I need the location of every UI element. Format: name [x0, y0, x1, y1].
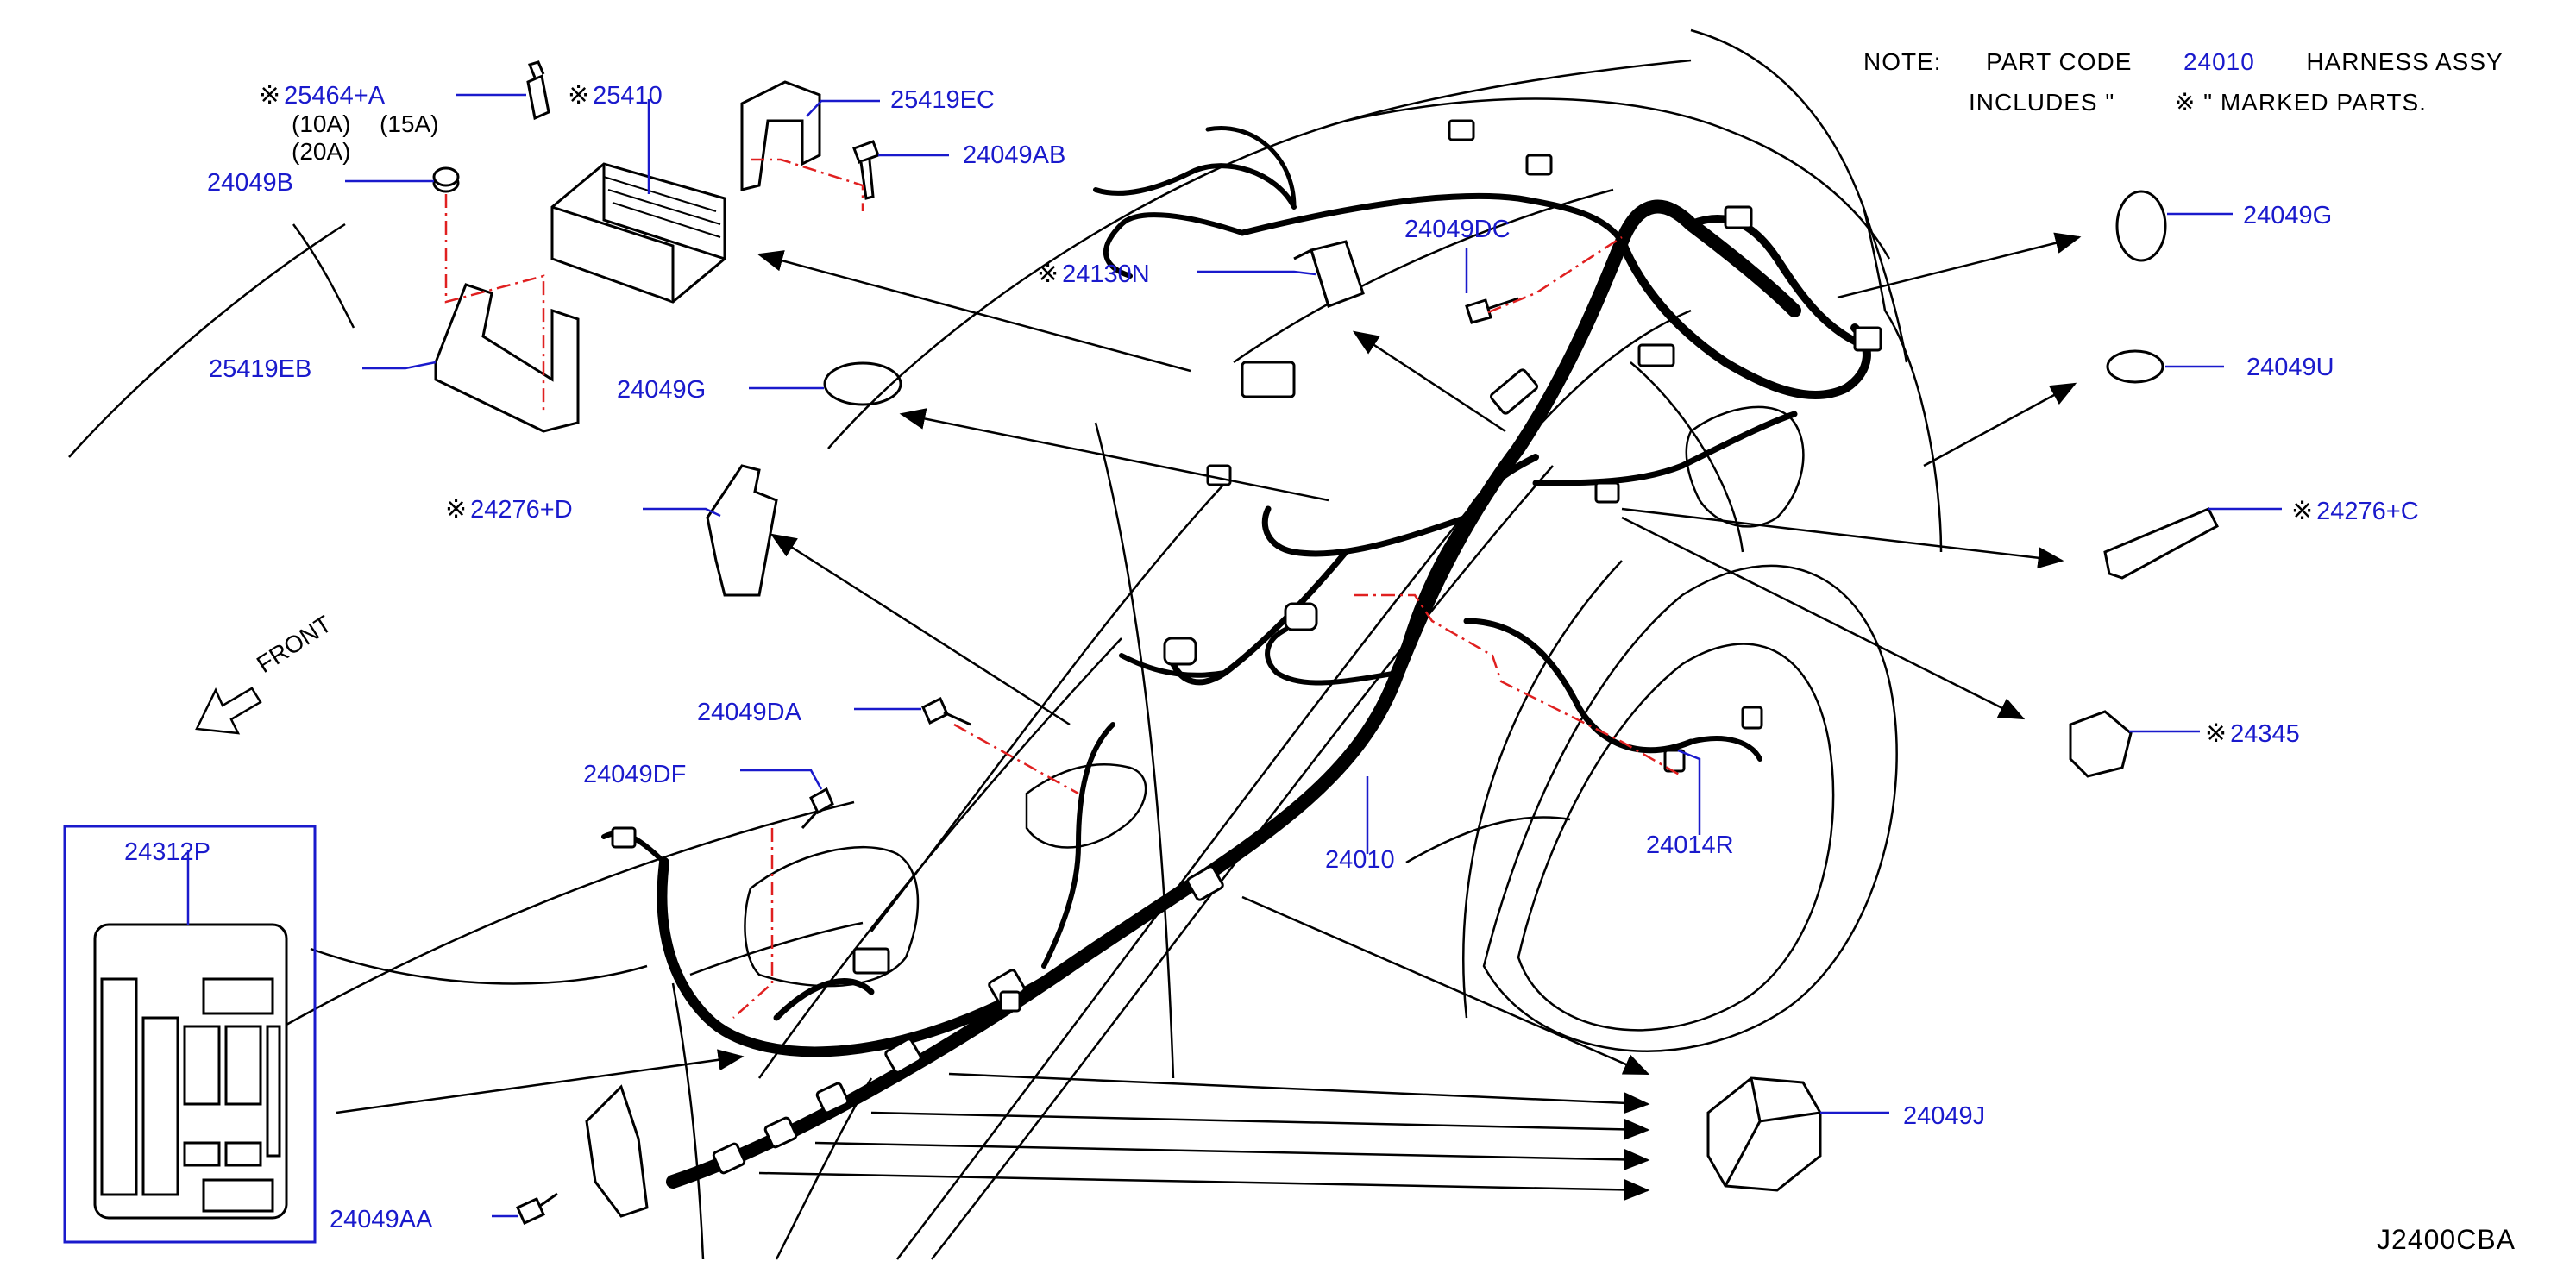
- fuse-25464: [526, 60, 550, 121]
- note-marked-parts-text: " MARKED PARTS.: [2203, 89, 2427, 116]
- installation-lock-lines: [444, 158, 1683, 1019]
- callout-24049da[interactable]: 24049DA: [697, 699, 801, 726]
- callout-24049aa[interactable]: 24049AA: [330, 1206, 433, 1233]
- included-mark: ※: [2291, 497, 2314, 525]
- callout-24345-text: 24345: [2230, 720, 2300, 748]
- included-mark: ※: [568, 81, 590, 110]
- callout-24049u[interactable]: 24049U: [2246, 354, 2334, 381]
- callout-24010[interactable]: 24010: [1325, 846, 1395, 874]
- note-mark-symbol: ※: [2174, 89, 2196, 116]
- fuse-rating-10a: (10A): [292, 110, 351, 137]
- callout-25410-text: 25410: [593, 82, 663, 110]
- note-line-1: NOTE: PART CODE 24010 HARNESS ASSY: [1863, 50, 2504, 74]
- harness-connectors: [611, 119, 1882, 1175]
- bolt-24049aa: [516, 1192, 558, 1225]
- bolt-24049df: [801, 787, 834, 830]
- sensor-24345: [2069, 710, 2133, 778]
- included-mark: ※: [1037, 260, 1059, 288]
- note-includes-text: INCLUDES ": [1969, 89, 2115, 116]
- main-wiring-harness: [601, 126, 1871, 1189]
- callout-24049g-left[interactable]: 24049G: [617, 376, 707, 404]
- grommet-24049u: [2106, 349, 2164, 384]
- inset-24312p-box: [63, 825, 317, 1244]
- callout-24276-c[interactable]: ※24276+C: [2291, 499, 2419, 524]
- note-prefix: NOTE:: [1863, 48, 1942, 75]
- bolt-24049dc: [1465, 297, 1519, 324]
- included-mark: ※: [445, 495, 468, 524]
- callout-24049ab[interactable]: 24049AB: [963, 141, 1066, 169]
- callout-24049df[interactable]: 24049DF: [583, 761, 687, 788]
- callout-24014r[interactable]: 24014R: [1646, 831, 1734, 859]
- callout-24049b[interactable]: 24049B: [207, 169, 293, 197]
- callout-25464-a[interactable]: ※25464+A: [259, 83, 385, 109]
- included-mark: ※: [2205, 719, 2227, 748]
- nut-24049b: [432, 166, 460, 193]
- callout-24049dc[interactable]: 24049DC: [1404, 216, 1511, 243]
- callout-leader-lines: [186, 93, 2282, 1218]
- callout-24049j[interactable]: 24049J: [1903, 1102, 1986, 1130]
- bracket-24276d: [706, 464, 778, 597]
- front-direction-arrow-icon: [195, 687, 262, 735]
- vehicle-body-outline: [68, 28, 1943, 1260]
- callout-25419ec[interactable]: 25419EC: [890, 86, 995, 114]
- note-harness-label: HARNESS ASSY: [2306, 48, 2504, 75]
- callout-24276-d[interactable]: ※24276+D: [445, 497, 573, 523]
- bracket-25419ec: [740, 80, 821, 191]
- callout-25464-a-text: 25464+A: [284, 82, 386, 110]
- callout-24130n-text: 24130N: [1062, 260, 1150, 288]
- note-part-code-value[interactable]: 24010: [2183, 48, 2255, 75]
- bolt-24049da: [921, 696, 971, 726]
- fuse-rating-15a: (15A): [380, 110, 439, 137]
- callout-24130n[interactable]: ※24130N: [1037, 261, 1150, 287]
- connector-24049j: [1706, 1076, 1822, 1192]
- note-part-code-label: PART CODE: [1986, 48, 2133, 75]
- bracket-24276c: [2103, 507, 2219, 580]
- grommet-24049g-right: [2115, 190, 2167, 262]
- callout-24312p[interactable]: 24312P: [124, 838, 210, 866]
- callout-24049g-right[interactable]: 24049G: [2243, 202, 2333, 229]
- callout-24345[interactable]: ※24345: [2205, 721, 2300, 747]
- bolt-24049ab: [852, 140, 880, 200]
- note-line-2: INCLUDES " ※ " MARKED PARTS.: [1969, 91, 2427, 115]
- fuse-block-25410: [550, 162, 726, 304]
- callout-24276-c-text: 24276+C: [2316, 498, 2419, 525]
- diagram-code: J2400CBA: [2377, 1224, 2516, 1255]
- fuse-rating-20a: (20A): [292, 138, 351, 165]
- relay-24130n: [1293, 240, 1365, 308]
- callout-25410[interactable]: ※25410: [568, 83, 663, 109]
- reference-arrows: [336, 232, 2082, 1201]
- callout-24276-d-text: 24276+D: [470, 496, 573, 524]
- included-mark: ※: [259, 81, 281, 110]
- callout-25419eb[interactable]: 25419EB: [209, 355, 312, 383]
- fuse-block-24312p: [93, 923, 288, 1220]
- grommet-24049g-left: [823, 361, 902, 406]
- bracket-lower-left: [585, 1084, 649, 1218]
- bracket-25419eb: [434, 283, 580, 433]
